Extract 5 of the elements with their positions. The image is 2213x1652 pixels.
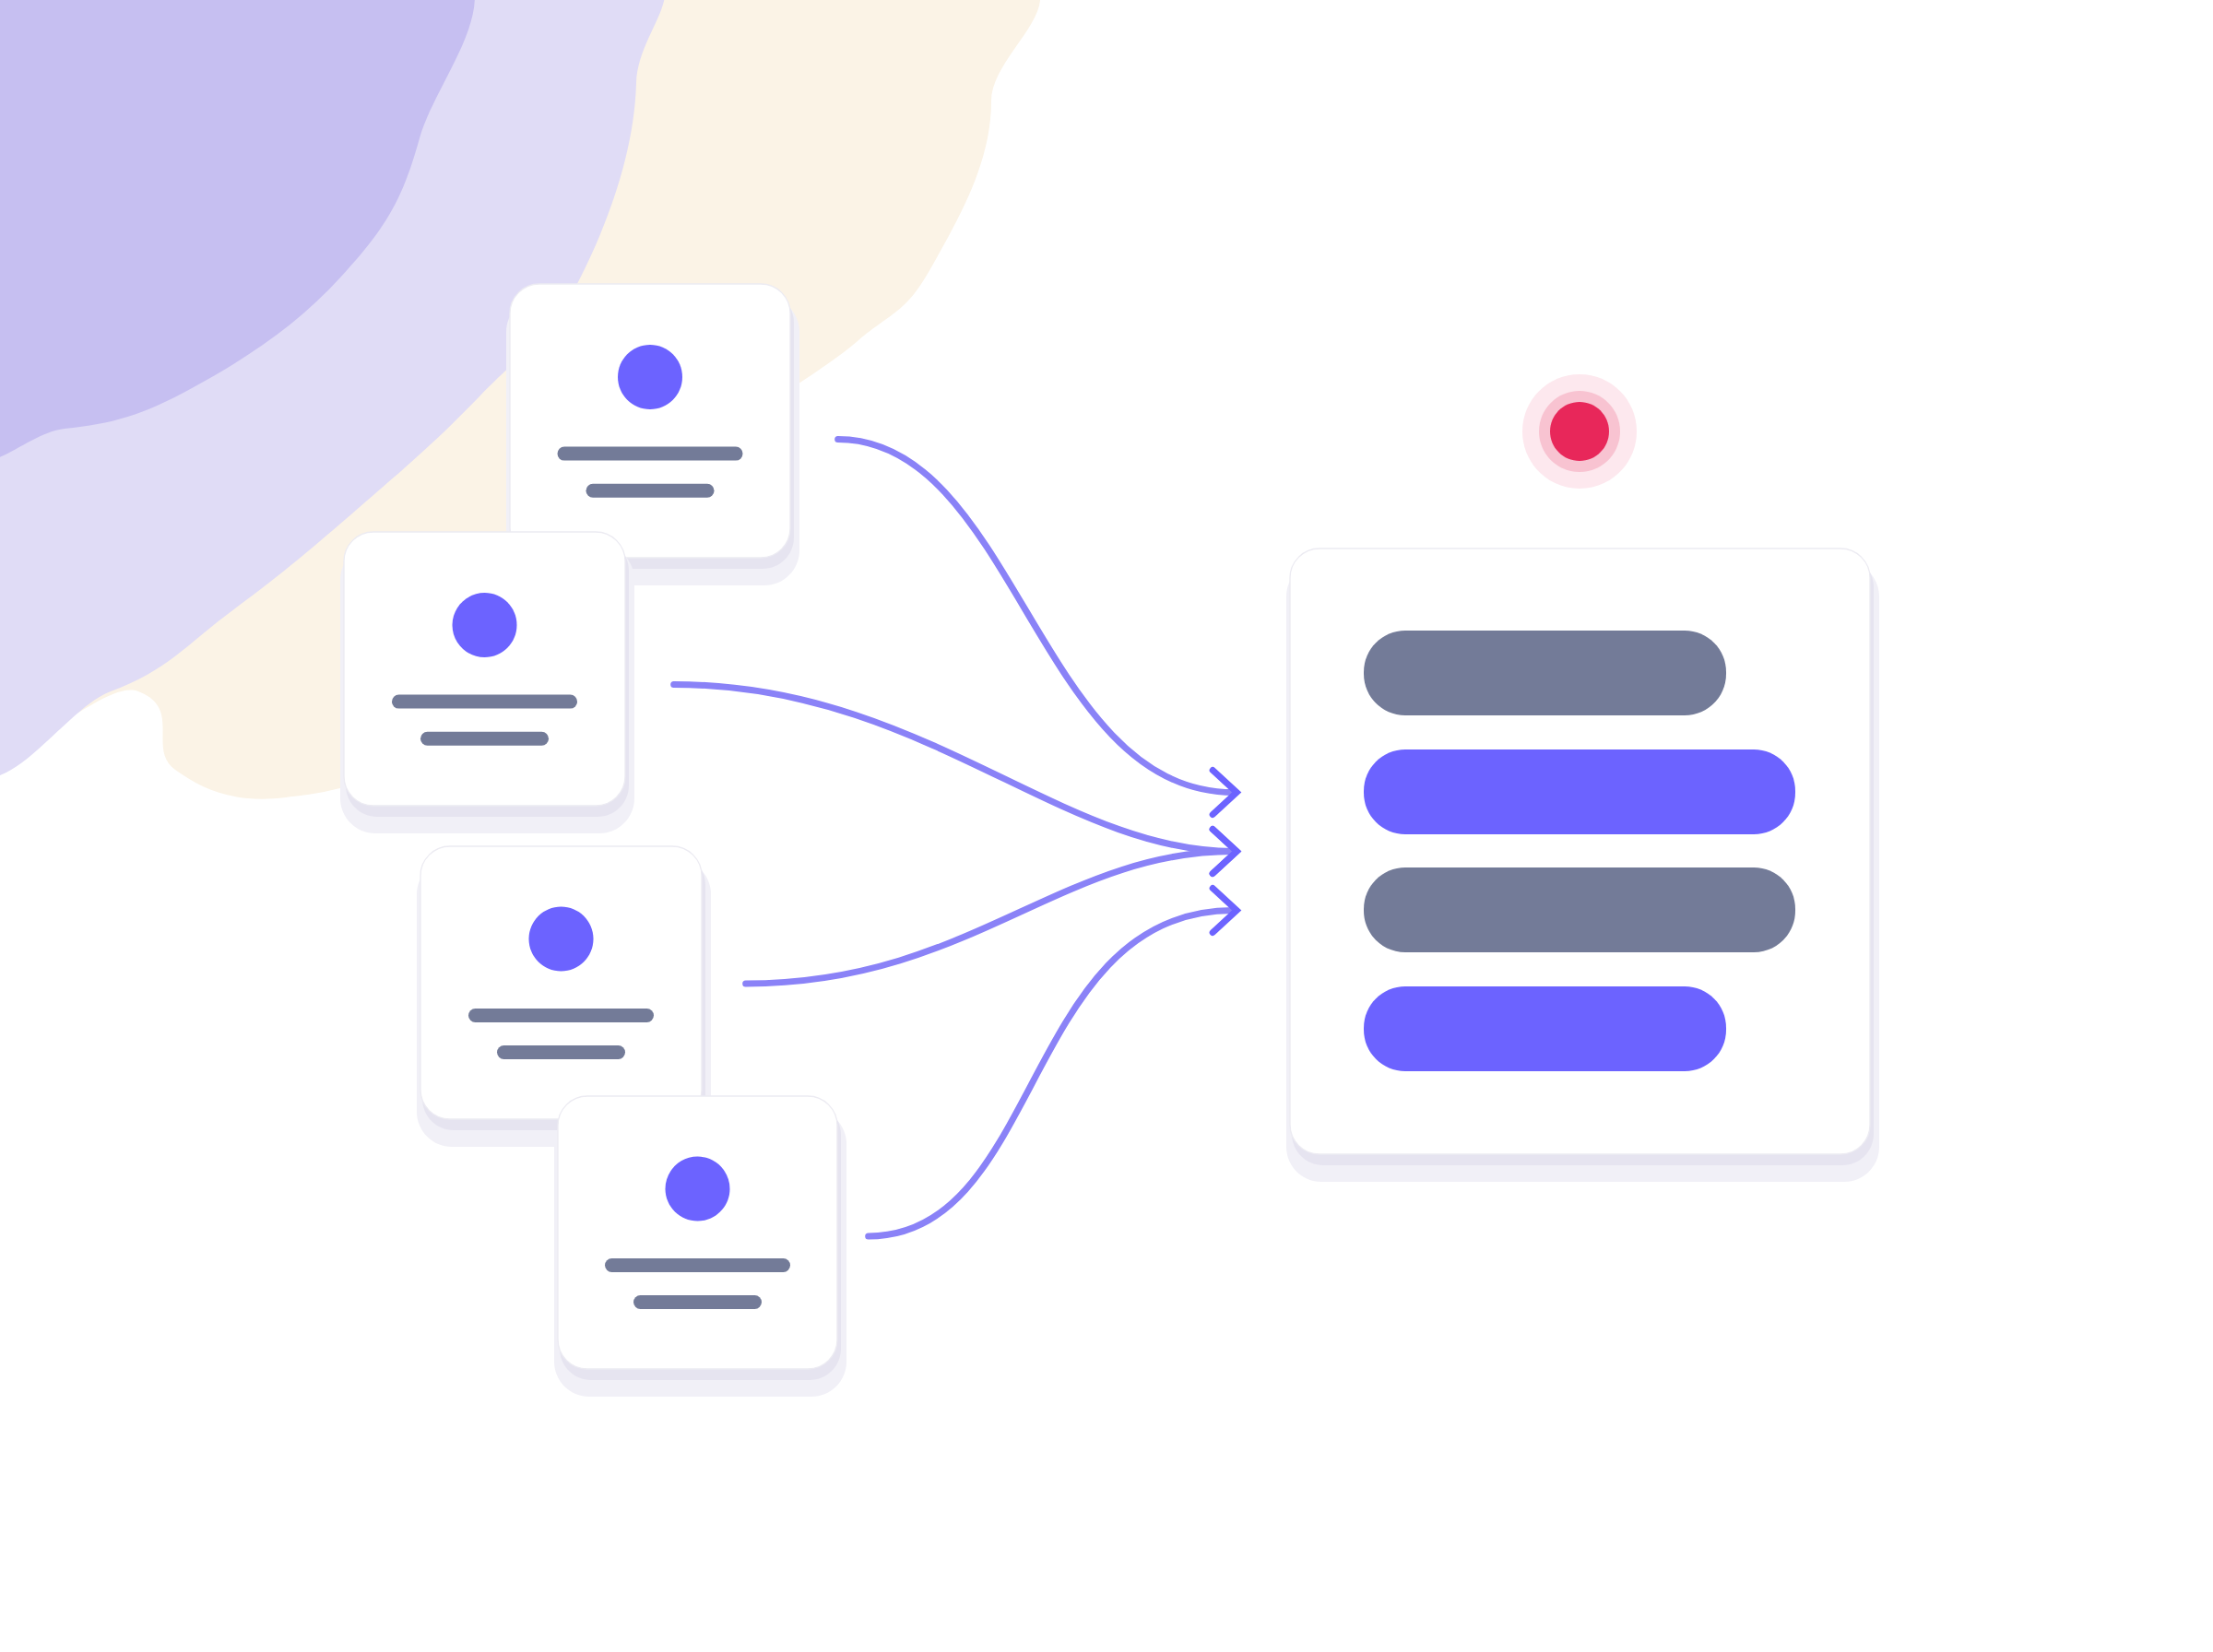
arrow: [865, 885, 1242, 1240]
arrow: [742, 826, 1242, 987]
profile-card: [340, 531, 634, 833]
profile-card: [554, 1095, 846, 1397]
arrow: [834, 436, 1242, 818]
